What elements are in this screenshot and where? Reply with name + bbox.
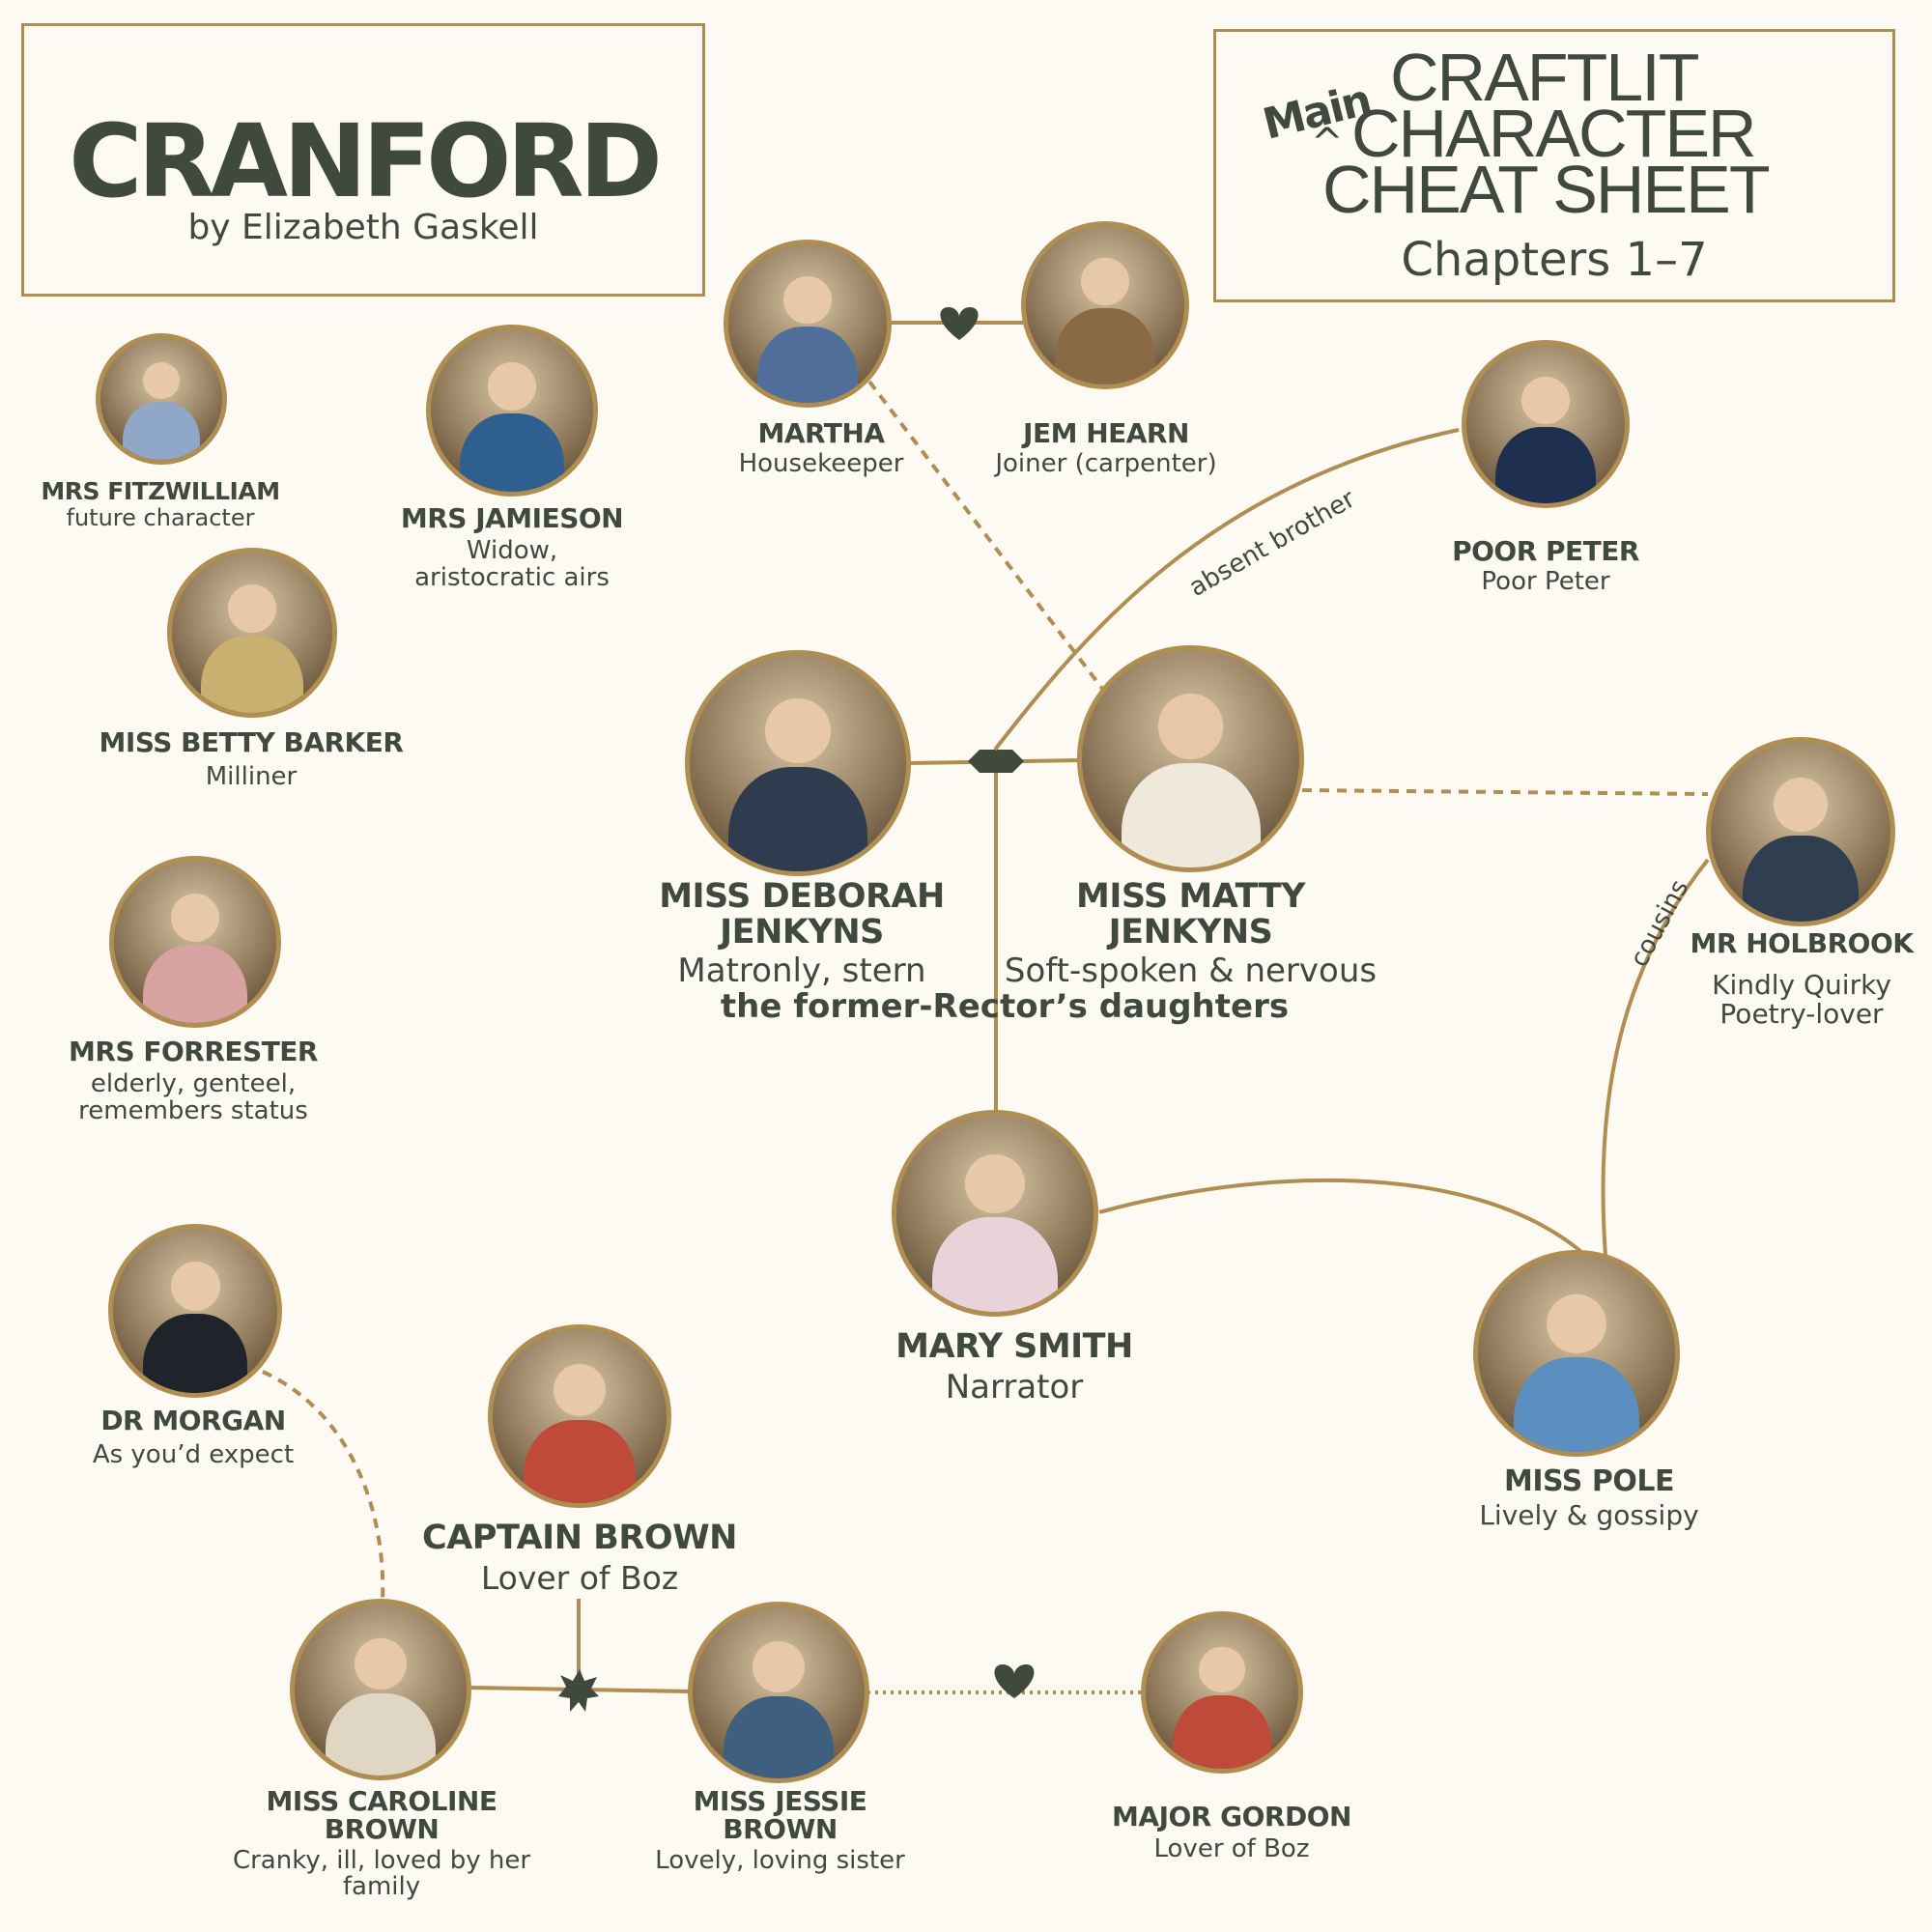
link-morgan-caroline [262, 1370, 385, 1603]
character-desc: As you’d expect [92, 1440, 295, 1470]
character-name: MISS JESSIE BROWN [693, 1785, 867, 1846]
heart-icon [940, 307, 979, 340]
portrait-miss-deborah [685, 650, 911, 876]
character-desc: Cranky, ill, loved by her family [232, 1845, 531, 1902]
character-desc: Milliner [205, 762, 298, 792]
portrait-major-gordon [1141, 1611, 1303, 1774]
sheet-line-1: CRAFTLIT [1390, 40, 1699, 115]
character-desc: Lively & gossipy [1479, 1498, 1699, 1531]
character-captain-brown: CAPTAIN BROWN Lover of Boz [415, 1520, 744, 1595]
character-desc: Kindly Quirky Poetry-lover [1712, 969, 1891, 1030]
character-name: MARY SMITH [895, 1327, 1133, 1366]
character-name: MRS FITZWILLIAM [41, 477, 280, 505]
link-matty-holbrook [1301, 788, 1709, 796]
character-name: MAJOR GORDON [1112, 1801, 1351, 1833]
character-name: MISS BETTY BARKER [99, 726, 404, 758]
character-miss-jessie: MISS JESSIE BROWN Lovely, loving sister [618, 1787, 942, 1874]
book-title: CRANFORD [69, 102, 663, 220]
star-node-icon [558, 1669, 599, 1712]
character-name: MARTHA [757, 417, 885, 449]
character-mary-smith: MARY SMITH Narrator [850, 1329, 1179, 1405]
character-name: MRS FORRESTER [69, 1036, 318, 1067]
character-miss-betty-barker: MISS BETTY BARKER Milliner [97, 728, 406, 791]
character-martha: MARTHA Housekeeper [676, 419, 966, 478]
character-name: MISS CAROLINE BROWN [266, 1785, 497, 1846]
character-desc: Lover of Boz [480, 1558, 679, 1597]
character-name: DR MORGAN [100, 1405, 286, 1436]
portrait-dr-morgan [108, 1224, 282, 1398]
character-mr-holbrook: MR HOLBROOK Kindly Quirky Poetry-lover [1671, 929, 1932, 1028]
character-desc: Lovely, loving sister [655, 1845, 905, 1875]
character-miss-matty: MISS MATTY JENKYNS Soft-spoken & nervous [995, 879, 1386, 988]
character-name: MRS JAMIESON [400, 502, 624, 534]
link-martha-matty [867, 380, 1108, 696]
portrait-miss-pole [1473, 1250, 1680, 1457]
portrait-mrs-forrester [109, 856, 281, 1028]
character-miss-pole: MISS POLE Lively & gossipy [1430, 1466, 1748, 1529]
character-dr-morgan: DR MORGAN As you’d expect [48, 1406, 338, 1469]
sheet-chapters: Chapters 1–7 [1401, 233, 1708, 287]
sheet-line-3: CHEAT SHEET [1322, 152, 1771, 227]
link-cousins [1601, 858, 1710, 1257]
sheet-line-2: CHARACTER [1351, 96, 1757, 171]
heart-icon [994, 1664, 1035, 1698]
group-caption: the former-Rector’s daughters [720, 987, 1290, 1026]
cheat-sheet-box: Main ^ CRAFTLIT CHARACTER CHEAT SHEET Ch… [1213, 29, 1895, 302]
portrait-mrs-fitzwilliam [96, 333, 227, 465]
portrait-captain-brown [488, 1324, 671, 1508]
character-miss-caroline: MISS CAROLINE BROWN Cranky, ill, loved b… [208, 1787, 555, 1900]
portrait-miss-matty [1077, 645, 1304, 872]
portrait-martha [724, 240, 892, 408]
character-name: JEM HEARN [1023, 417, 1189, 449]
sibling-node-icon [968, 750, 1024, 773]
character-desc: elderly, genteel, remembers status [78, 1069, 308, 1125]
character-name: MISS DEBORAH JENKYNS [659, 877, 945, 952]
portrait-miss-betty-barker [167, 548, 337, 718]
character-desc: Lover of Boz [1153, 1834, 1310, 1864]
character-major-gordon: MAJOR GORDON Lover of Boz [1082, 1803, 1381, 1863]
character-desc: Poor Peter [1481, 567, 1610, 597]
character-name: CAPTAIN BROWN [422, 1519, 737, 1557]
portrait-mary-smith [892, 1110, 1098, 1317]
character-desc: Widow, aristocratic airs [414, 536, 610, 592]
character-miss-deborah: MISS DEBORAH JENKYNS Matronly, stern [628, 879, 976, 988]
caret-icon: ^ [1311, 121, 1344, 165]
character-desc: Soft-spoken & nervous [1004, 951, 1378, 990]
character-desc: Housekeeper [738, 449, 904, 479]
portrait-poor-peter [1462, 340, 1630, 508]
portrait-miss-caroline [290, 1599, 471, 1780]
link-mary-pole [1098, 1178, 1582, 1253]
character-name: MR HOLBROOK [1690, 927, 1914, 959]
portrait-jem-hearn [1021, 221, 1189, 389]
character-poor-peter: POOR PETER Poor Peter [1401, 537, 1690, 596]
character-jem-hearn: JEM HEARN Joiner (carpenter) [966, 419, 1246, 478]
portrait-mrs-jamieson [426, 325, 598, 497]
character-mrs-jamieson: MRS JAMIESON Widow, aristocratic airs [367, 504, 657, 591]
character-desc: Joiner (carpenter) [995, 449, 1217, 479]
character-name: MISS MATTY JENKYNS [1076, 877, 1305, 952]
book-author: by Elizabeth Gaskell [187, 208, 539, 247]
character-mrs-fitzwilliam: MRS FITZWILLIAM future character [15, 477, 305, 532]
character-desc: future character [66, 504, 255, 532]
portrait-miss-jessie [688, 1602, 869, 1783]
title-box: CRANFORD by Elizabeth Gaskell [21, 23, 705, 297]
character-name: POOR PETER [1452, 535, 1639, 567]
portrait-mr-holbrook [1706, 737, 1895, 926]
character-name: MISS POLE [1504, 1464, 1674, 1498]
link-absent-brother [993, 428, 1460, 752]
character-mrs-forrester: MRS FORRESTER elderly, genteel, remember… [48, 1037, 338, 1124]
character-desc: Matronly, stern [677, 951, 926, 990]
character-desc: Narrator [945, 1367, 1084, 1406]
